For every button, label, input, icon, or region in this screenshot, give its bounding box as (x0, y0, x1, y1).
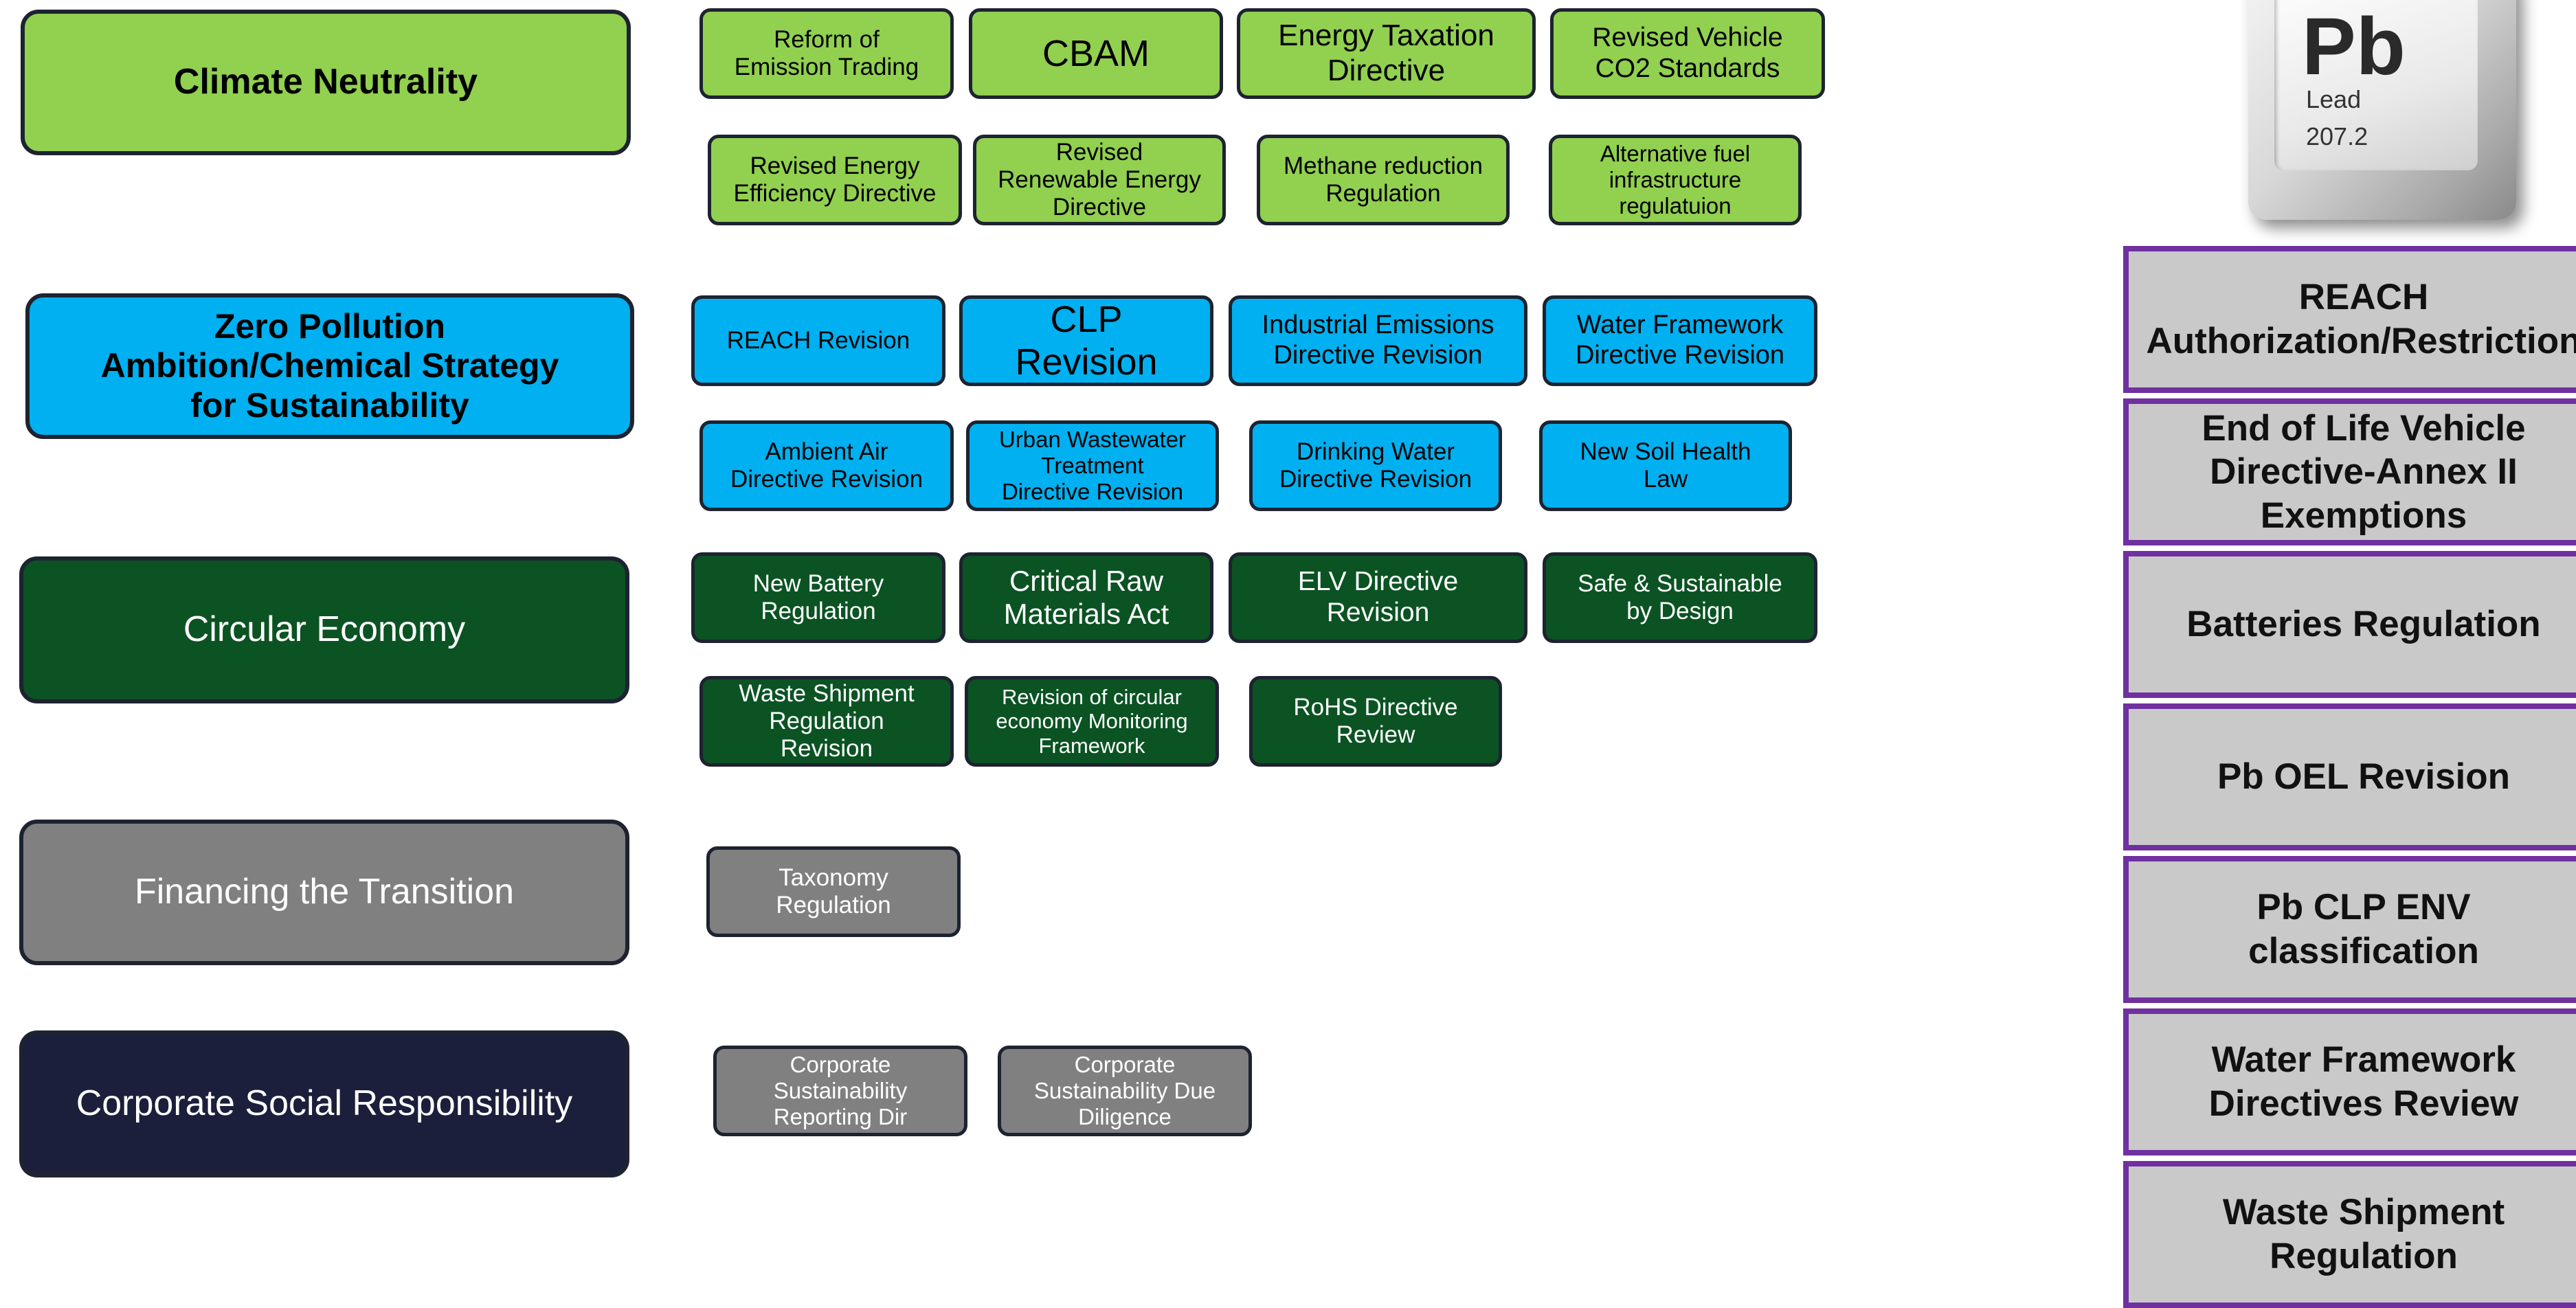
initiative-soil-health: New Soil Health Law (1539, 420, 1792, 511)
initiative-reform-emission-trading: Reform of Emission Trading (699, 8, 954, 99)
initiative-energy-efficiency: Revised Energy Efficiency Directive (708, 135, 962, 225)
initiative-ambient-air: Ambient Air Directive Revision (699, 420, 954, 511)
initiative-urban-wastewater: Urban Wastewater Treatment Directive Rev… (966, 420, 1219, 511)
lead-issue-water-framework: Water Framework Directives Review (2123, 1008, 2576, 1155)
pillar-climate-neutrality: Climate Neutrality (21, 10, 631, 155)
lead-issue-reach: REACH Authorization/Restriction (2123, 246, 2576, 393)
initiative-elv-revision: ELV Directive Revision (1229, 552, 1527, 643)
lead-element-weight: 207.2 (2306, 122, 2368, 150)
pillar-corporate-social-responsibility: Corporate Social Responsibility (19, 1030, 629, 1177)
initiative-rohs-review: RoHS Directive Review (1249, 676, 1502, 767)
pillar-financing-transition: Financing the Transition (19, 820, 629, 965)
initiative-alternative-fuel: Alternative fuel infrastructure regulatu… (1549, 135, 1802, 225)
pillar-circular-economy: Circular Economy (19, 556, 629, 703)
initiative-clp-revision: CLP Revision (959, 295, 1213, 386)
initiative-battery-regulation: New Battery Regulation (691, 552, 945, 643)
lead-element-face (2274, 0, 2478, 170)
initiative-reach-revision: REACH Revision (691, 295, 945, 386)
lead-element-symbol: Pb (2302, 1, 2406, 92)
initiative-critical-raw-materials: Critical Raw Materials Act (959, 552, 1213, 643)
initiative-methane-reduction: Methane reduction Regulation (1257, 135, 1510, 225)
lead-issue-pb-oel: Pb OEL Revision (2123, 703, 2576, 850)
lead-element-name: Lead (2306, 85, 2362, 113)
initiative-waste-shipment-revision: Waste Shipment Regulation Revision (699, 676, 954, 767)
initiative-vehicle-co2: Revised Vehicle CO2 Standards (1550, 8, 1825, 99)
initiative-circular-monitoring: Revision of circular economy Monitoring … (965, 676, 1219, 767)
initiative-drinking-water: Drinking Water Directive Revision (1249, 420, 1502, 511)
initiative-csr-due-diligence: Corporate Sustainability Due Diligence (998, 1046, 1252, 1136)
initiative-csr-reporting: Corporate Sustainability Reporting Dir (713, 1046, 967, 1136)
lead-issue-elv-annex: End of Life Vehicle Directive-Annex II E… (2123, 398, 2576, 545)
lead-issue-pb-clp: Pb CLP ENV classification (2123, 856, 2576, 1003)
initiative-energy-taxation: Energy Taxation Directive (1237, 8, 1536, 99)
initiative-renewable-energy: Revised Renewable Energy Directive (973, 135, 1226, 225)
pillar-zero-pollution: Zero Pollution Ambition/Chemical Strateg… (25, 293, 634, 439)
initiative-water-framework: Water Framework Directive Revision (1543, 295, 1817, 386)
lead-issue-waste-shipment: Waste Shipment Regulation (2123, 1161, 2576, 1308)
lead-issue-batteries: Batteries Regulation (2123, 551, 2576, 698)
initiative-taxonomy-regulation: Taxonomy Regulation (706, 846, 961, 937)
initiative-industrial-emissions: Industrial Emissions Directive Revision (1229, 295, 1527, 386)
initiative-safe-sustainable-design: Safe & Sustainable by Design (1543, 552, 1817, 643)
initiative-cbam: CBAM (969, 8, 1223, 99)
